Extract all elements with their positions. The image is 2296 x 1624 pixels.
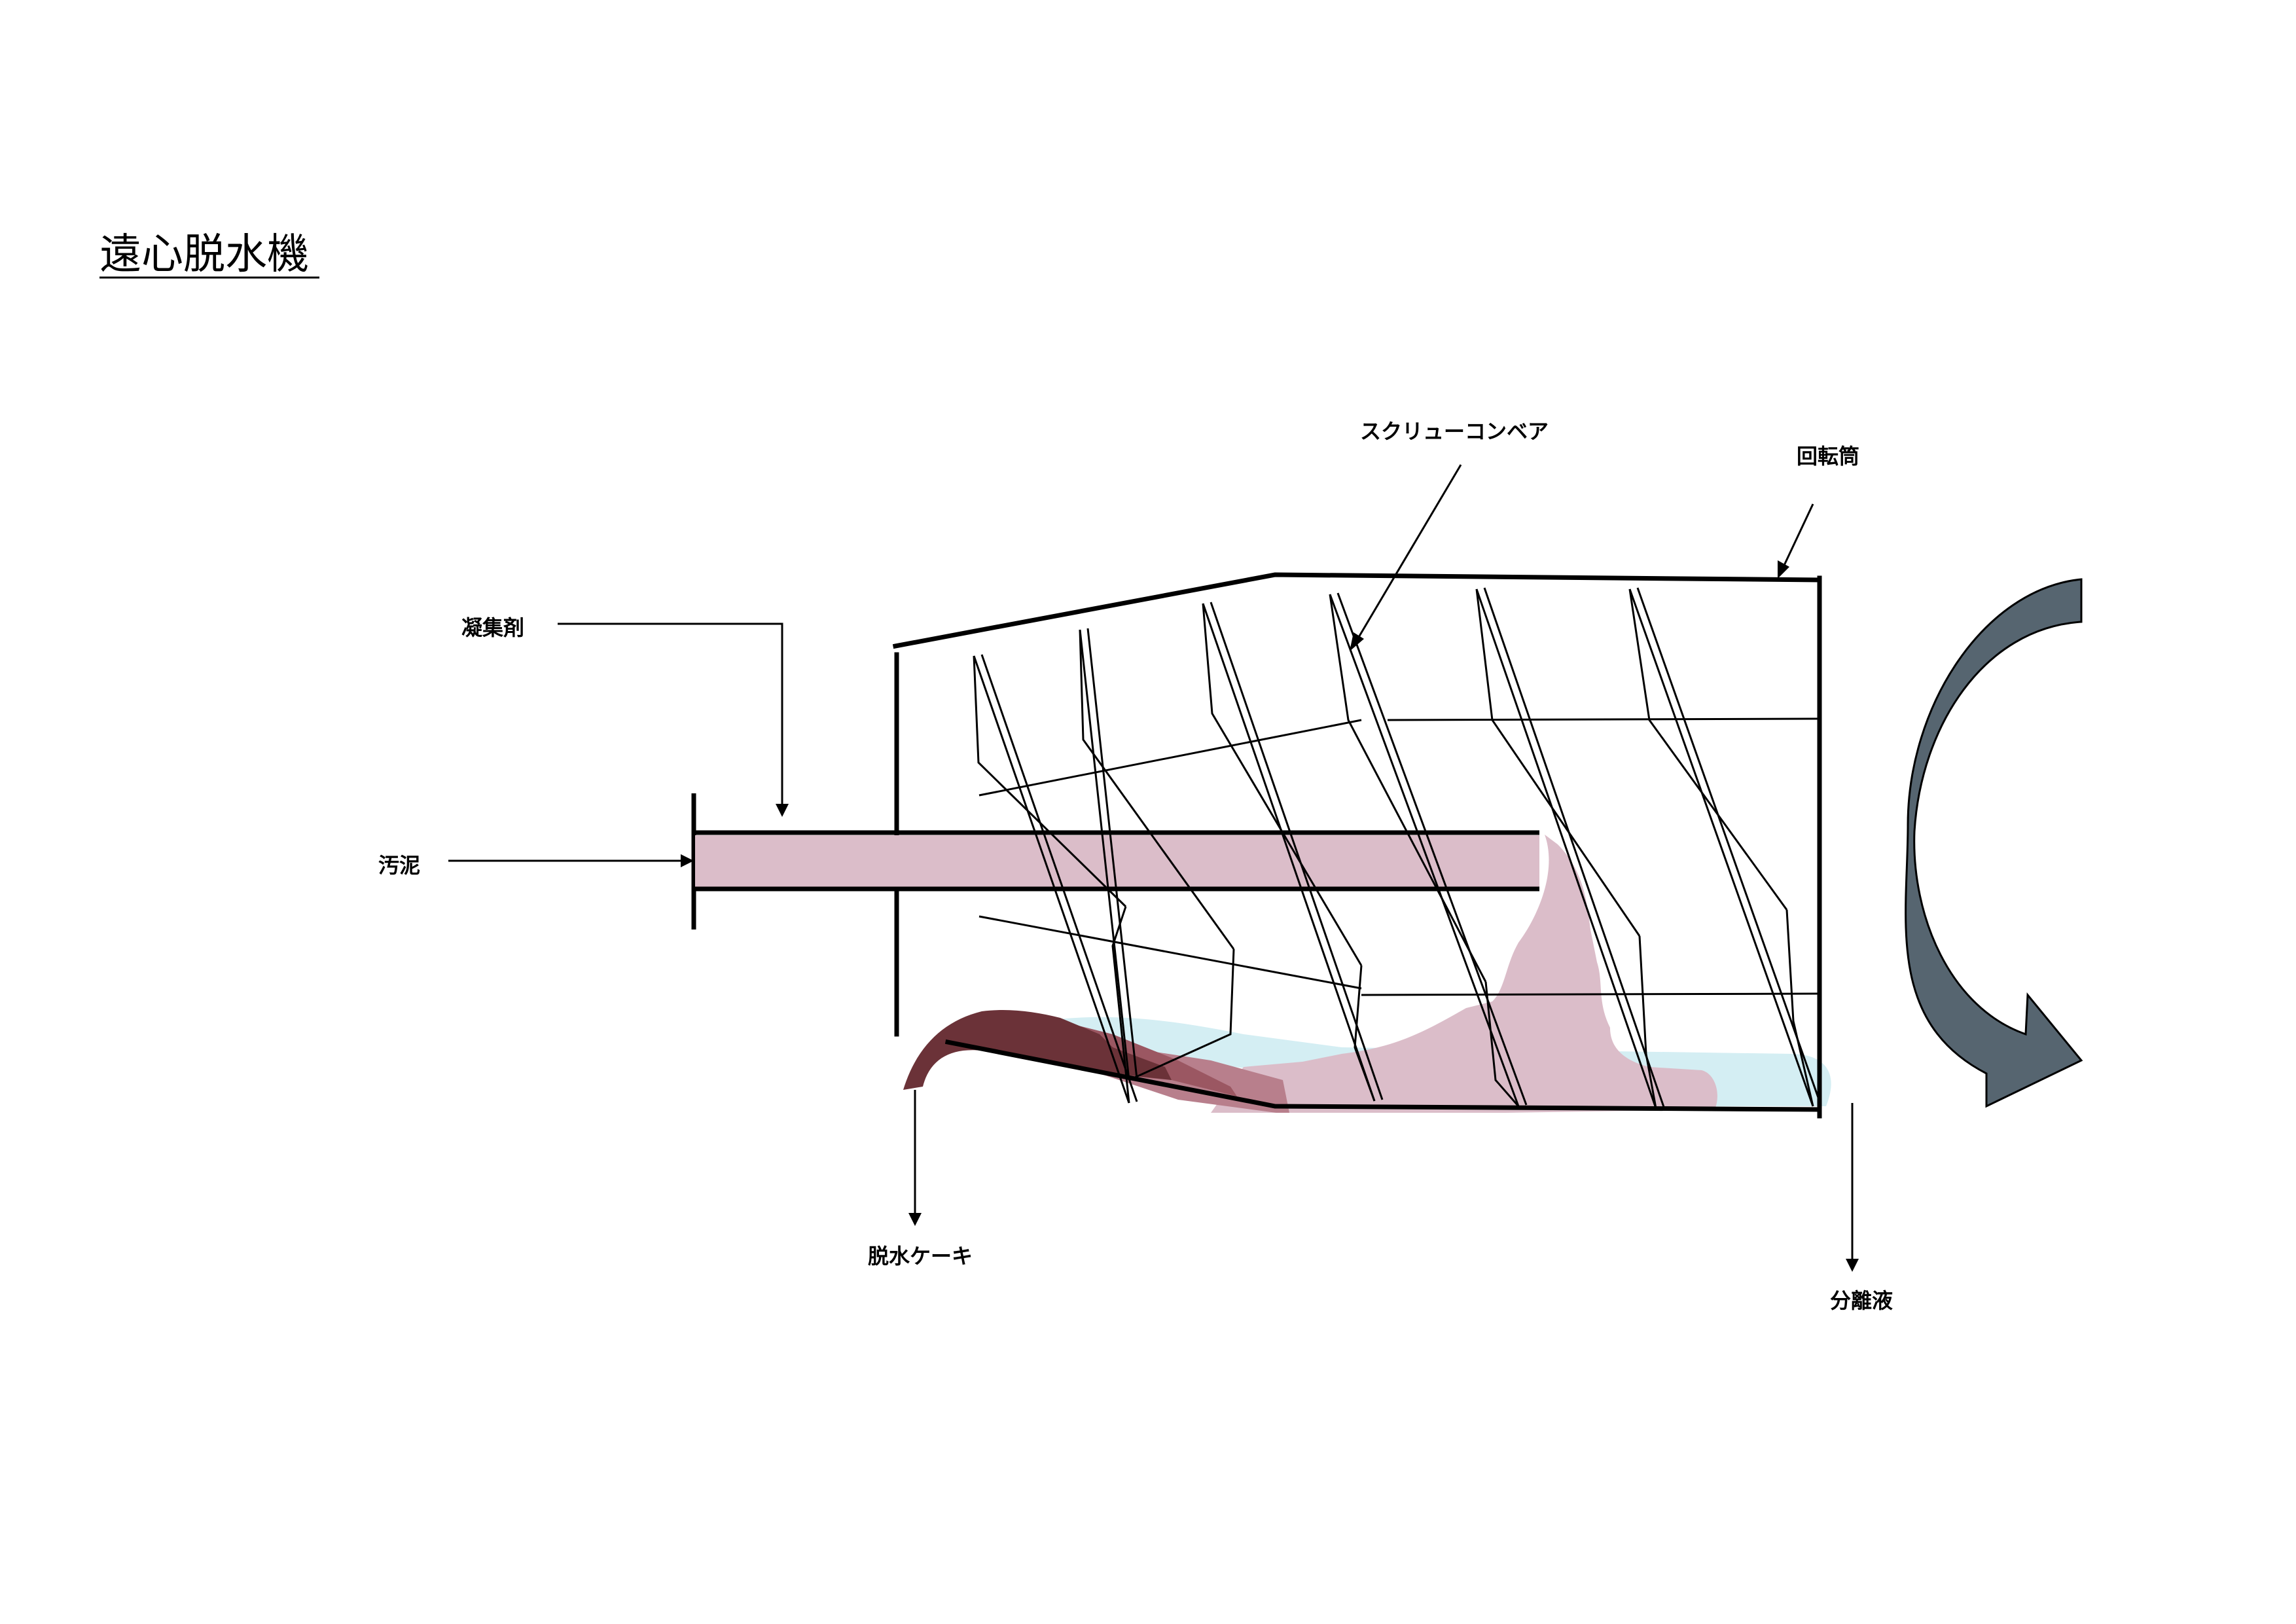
arrowhead-separated-liquid — [1846, 1259, 1859, 1272]
arrow-screw-conveyor — [1355, 464, 1462, 642]
screw-blade-face — [1628, 588, 1788, 911]
screw-blade-edge — [1086, 628, 1138, 1079]
screw-blade-edge — [1079, 629, 1130, 1081]
screw-conveyor-blades — [973, 587, 1822, 1109]
screw-blade-edge — [1475, 588, 1657, 1109]
screw-blade-face — [1785, 909, 1814, 1107]
screw-blade-edge — [1202, 603, 1376, 1102]
screw-blade-face — [1638, 935, 1657, 1109]
feed-pipe — [695, 835, 1539, 888]
screw-blade-face — [1128, 948, 1235, 1081]
arrowhead-flocculant — [776, 804, 789, 817]
arrow-flocculant — [558, 623, 783, 805]
rotating-drum-outline — [892, 572, 1822, 1119]
arrowheads — [681, 560, 1859, 1272]
arrowhead-rotating-drum — [1778, 560, 1789, 579]
sludge-mass — [1211, 835, 1717, 1113]
label-rotating-drum: 回転筒 — [1797, 444, 1859, 469]
screw-blade-face — [1079, 629, 1235, 950]
arrow-rotating-drum — [1780, 503, 1814, 571]
screw-blade-edge — [1636, 587, 1822, 1106]
screw-blade-edge — [1628, 588, 1814, 1107]
screw-blade-edge — [1210, 602, 1384, 1100]
screw-blade-face — [1475, 588, 1641, 937]
page-title: 遠心脱水機 — [99, 230, 309, 279]
arrowhead-dewatered-cake — [908, 1213, 922, 1226]
label-dewatered-cake: 脱水ケーキ — [868, 1244, 973, 1269]
arrowhead-screw-conveyor — [1350, 632, 1364, 651]
curved-rotation-arrow-icon — [1905, 578, 2083, 1108]
label-sludge: 汚泥 — [378, 853, 420, 878]
screw-blade-edge — [1483, 587, 1665, 1108]
screw-blade-face — [1329, 594, 1487, 983]
label-screw-conveyor: スクリューコンベア — [1360, 419, 1549, 444]
screw-blade-face — [1202, 603, 1363, 966]
screw-hub-lines — [978, 717, 1820, 996]
leader-lines — [448, 464, 1854, 1260]
screw-blade-face — [1484, 981, 1520, 1107]
screw-blade-face — [973, 655, 1127, 908]
screw-blade-edge — [980, 654, 1138, 1102]
screw-blade-face — [1354, 965, 1376, 1102]
dewatered-cake-dark — [903, 1010, 1172, 1090]
arrowhead-sludge — [681, 854, 694, 867]
screw-blade-face — [1111, 906, 1130, 1104]
label-flocculant: 凝集剤 — [461, 615, 524, 640]
label-separated-liquid: 分離液 — [1830, 1288, 1893, 1313]
screw-blade-edge — [1329, 594, 1520, 1107]
screw-blade-edge — [973, 655, 1130, 1104]
screw-blade-edge — [1336, 592, 1528, 1106]
